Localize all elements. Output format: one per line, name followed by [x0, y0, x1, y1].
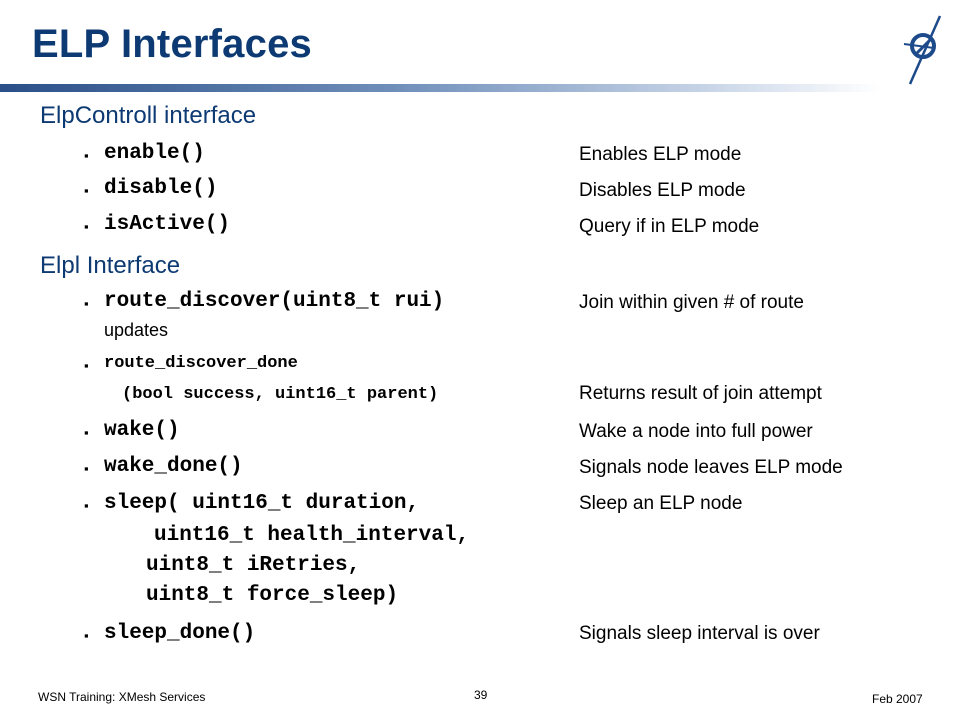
compass-logo-icon: [903, 15, 942, 85]
bullet-icon: ▪: [84, 183, 89, 198]
bullet-icon: ▪: [84, 358, 89, 373]
bullet-icon: ▪: [84, 461, 89, 476]
title-underline-bar: [0, 84, 880, 92]
method-isactive-desc: Query if in ELP mode: [579, 216, 760, 237]
method-sleep-done-desc: Signals sleep interval is over: [579, 623, 820, 644]
bullet-icon: ▪: [84, 628, 89, 643]
method-sleep-param-health: uint16_t health_interval,: [154, 524, 470, 547]
method-disable-desc: Disables ELP mode: [579, 180, 746, 201]
method-route-discover-desc-cont: updates: [104, 320, 169, 340]
method-sleep-param-retries: uint8_t iRetries,: [146, 554, 361, 577]
slide-title: ELP Interfaces: [32, 22, 312, 66]
method-route-discover: route_discover(uint8_t rui): [104, 290, 445, 313]
bullet-icon: ▪: [84, 219, 89, 234]
bullet-icon: ▪: [84, 498, 89, 513]
section-heading-elpcontroll: ElpControll interface: [40, 102, 257, 129]
method-enable-desc: Enables ELP mode: [579, 144, 742, 165]
bullet-icon: ▪: [84, 425, 89, 440]
method-sleep: sleep( uint16_t duration,: [104, 492, 420, 515]
method-sleep-desc: Sleep an ELP node: [579, 493, 743, 514]
footer-page-number: 39: [474, 688, 488, 702]
method-route-discover-done-params: (bool success, uint16_t parent): [122, 385, 439, 404]
method-route-discover-done-desc: Returns result of join attempt: [579, 383, 822, 404]
bullet-icon: ▪: [84, 148, 89, 163]
method-sleep-param-force: uint8_t force_sleep): [146, 584, 399, 607]
bullet-icon: ▪: [84, 296, 89, 311]
method-disable: disable(): [104, 177, 218, 200]
method-wake-desc: Wake a node into full power: [579, 421, 813, 442]
method-sleep-done: sleep_done(): [104, 622, 256, 645]
section-heading-elpl: Elpl Interface: [40, 252, 181, 279]
method-route-discover-done: route_discover_done: [104, 354, 298, 373]
method-wake-done-desc: Signals node leaves ELP mode: [579, 457, 843, 478]
method-route-discover-desc: Join within given # of route: [579, 292, 804, 313]
method-enable: enable(): [104, 142, 205, 165]
method-wake: wake(): [104, 419, 180, 442]
footer-left-text: WSN Training: XMesh Services: [38, 690, 206, 704]
method-wake-done: wake_done(): [104, 455, 243, 478]
method-isactive: isActive(): [104, 213, 231, 236]
footer-date: Feb 2007: [872, 692, 923, 706]
